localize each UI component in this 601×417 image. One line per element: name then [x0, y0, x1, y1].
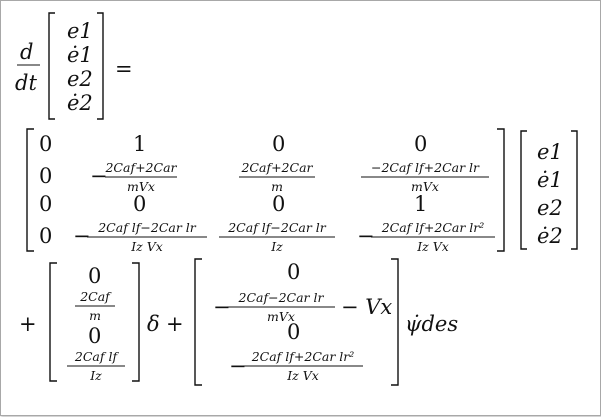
plus-sign-1: +: [19, 312, 37, 336]
matrix-b1-left-bracket: [49, 262, 57, 382]
a23-denominator: m: [271, 179, 283, 194]
a12: 1: [133, 132, 146, 156]
state-vector: e1 ė1 e2 ė2: [520, 130, 578, 250]
matrix-b2-right-bracket: [391, 258, 399, 386]
state-e1dot: ė1: [537, 168, 563, 192]
state-e1: e1: [537, 140, 563, 164]
a22-numerator: 2Caf+2Car: [104, 160, 177, 175]
b2-r2-numerator: 2Caf−2Car lr: [238, 290, 325, 305]
equals-sign: =: [115, 57, 133, 81]
a34: 1: [414, 192, 427, 216]
b2-r3: 0: [287, 320, 300, 344]
psi-dot-des: ψ̇des: [405, 312, 458, 336]
a44-sign: −: [357, 224, 375, 248]
a21: 0: [39, 164, 52, 188]
a24-numerator: −2Caf lf+2Car lr: [371, 160, 480, 175]
b2-r4-sign: −: [229, 354, 247, 378]
a42-numerator: 2Caf lf−2Car lr: [97, 220, 197, 235]
dt-denominator: dt: [15, 71, 37, 95]
a44-numerator: 2Caf lf+2Car lr²: [381, 220, 485, 235]
left-bracket: [48, 12, 55, 120]
state-e2dot: ė2: [537, 224, 563, 248]
b2-r4-numerator: 2Caf lf+2Car lr²: [251, 349, 355, 364]
d-numerator: d: [20, 40, 33, 64]
lhs-e1: e1: [67, 19, 93, 43]
b1-r3: 0: [88, 324, 101, 348]
b2-r2-tail: − Vx: [341, 295, 392, 319]
state-left-bracket: [520, 130, 527, 250]
a41: 0: [39, 224, 52, 248]
b1-r1: 0: [88, 264, 101, 288]
a42-denominator: Iz Vx: [130, 239, 163, 254]
lhs-e2dot: ė2: [67, 91, 93, 115]
a42-sign: −: [73, 224, 91, 248]
right-bracket: [97, 12, 104, 120]
b2-r4-denominator: Iz Vx: [286, 368, 319, 383]
matrix-b2-left-bracket: [194, 258, 202, 386]
a22-sign: −: [90, 164, 108, 188]
state-right-bracket: [571, 130, 578, 250]
plus-sign-2: +: [166, 312, 184, 336]
a43-denominator: Iz: [270, 239, 283, 254]
a22-denominator: mVx: [127, 179, 155, 194]
a44-denominator: Iz Vx: [416, 239, 449, 254]
delta-symbol: δ: [147, 312, 160, 336]
matrix-a-right-bracket: [497, 128, 505, 252]
b2-r2-sign: −: [213, 295, 231, 319]
b1-r4-denominator: Iz: [89, 368, 102, 383]
b2-r2-denominator: mVx: [267, 309, 295, 324]
lhs-derivative: d dt: [15, 40, 40, 95]
a23-numerator: 2Caf+2Car: [240, 160, 313, 175]
a43-numerator: 2Caf lf−2Car lr: [227, 220, 327, 235]
b1-r4-numerator: 2Caf lf: [74, 349, 120, 364]
matrix-b1-right-bracket: [132, 262, 140, 382]
a14: 0: [414, 132, 427, 156]
lhs-e2: e2: [67, 67, 93, 91]
lhs-e1dot: ė1: [67, 43, 93, 67]
a13: 0: [272, 132, 285, 156]
a11: 0: [39, 132, 52, 156]
matrix-b2: 0 − 2Caf−2Car lr mVx − Vx 0 − 2Caf lf+2C…: [194, 258, 399, 386]
matrix-a: 0 1 0 0 0 − 2Caf+2Car mVx 2Caf+2Car m −2…: [26, 128, 505, 254]
b1-r2-numerator: 2Caf: [79, 289, 112, 304]
matrix-b1: 0 2Caf m 0 2Caf lf Iz: [49, 262, 140, 383]
matrix-a-left-bracket: [26, 128, 34, 252]
a31: 0: [39, 192, 52, 216]
a24-denominator: mVx: [411, 179, 439, 194]
state-e2: e2: [537, 196, 563, 220]
a33: 0: [272, 192, 285, 216]
lhs-state-vector: e1 ė1 e2 ė2: [48, 12, 104, 120]
a32: 0: [133, 192, 146, 216]
b1-r2-denominator: m: [89, 308, 101, 323]
b2-r1: 0: [287, 260, 300, 284]
